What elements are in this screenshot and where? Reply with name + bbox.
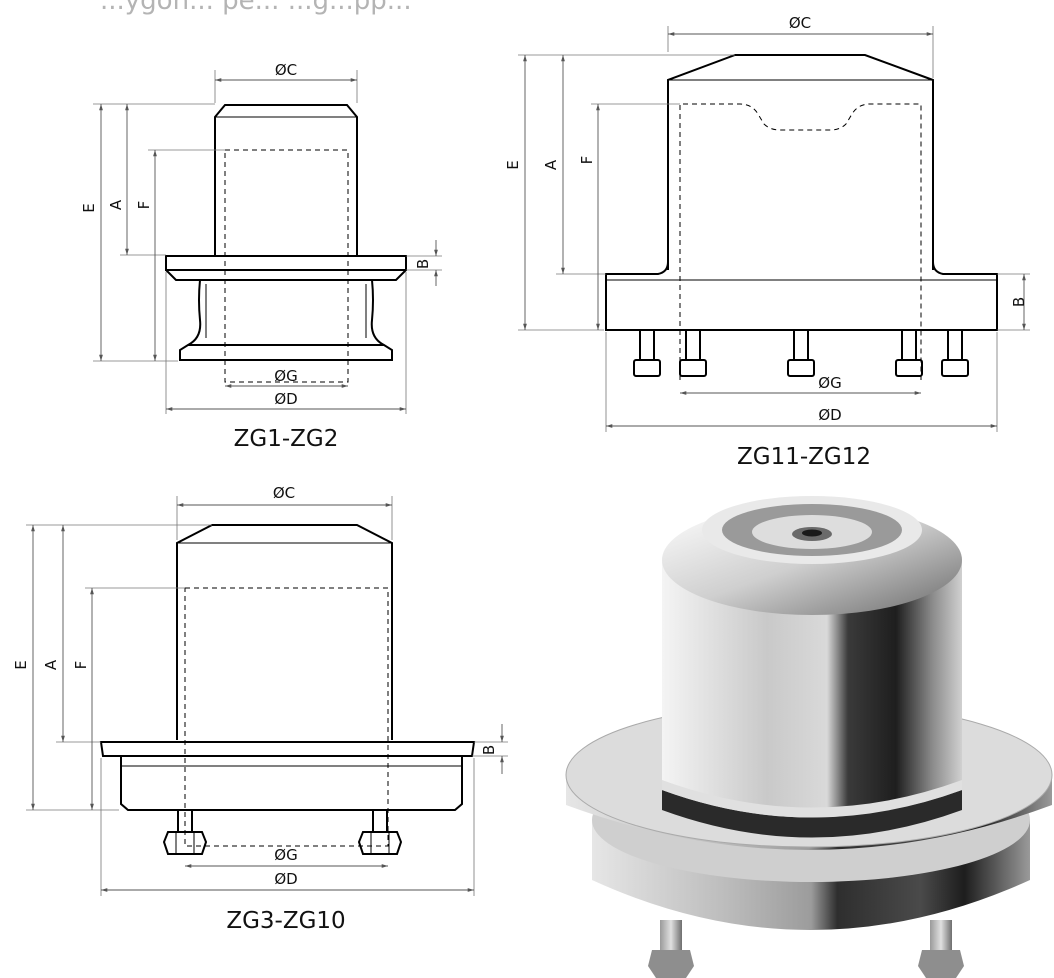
zg11-caption: ZG11-ZG12 — [737, 444, 871, 470]
zg11-dim-g: ØG — [818, 374, 841, 392]
zg11-dim-d: ØD — [818, 406, 841, 424]
zg3-dim-e: E — [12, 660, 30, 669]
zg3-dim-f: F — [72, 661, 90, 670]
zg3-bolts — [162, 809, 403, 855]
zg1-dim-f: F — [135, 201, 153, 210]
zg1-top-flange — [165, 255, 407, 271]
zg3-dim-g: ØG — [274, 846, 297, 864]
zg1-dim-d: ØD — [274, 390, 297, 408]
zg1-dim-g: ØG — [274, 367, 297, 385]
zg1-body-outline — [214, 104, 358, 255]
zg1-caption: ZG1-ZG2 — [234, 426, 339, 452]
zg3-dim-d: ØD — [274, 870, 297, 888]
zg1-dim-c: ØC — [275, 61, 297, 79]
zg11-dim-f: F — [578, 156, 596, 165]
zg3-top-flange — [99, 741, 476, 757]
zg11-hidden-pocket — [679, 103, 922, 380]
drawing-zg11-zg12: ØC E A F B ØG ØD ZG11-ZG12 — [504, 14, 1030, 470]
product-render — [565, 496, 1053, 978]
zg11-dim-a: A — [542, 159, 560, 170]
drawing-zg3-zg10: ØC E A F B ØG ØD ZG3-ZG10 — [12, 484, 508, 934]
zg11-dim-e: E — [504, 160, 522, 169]
zg1-bottom-flange — [179, 344, 393, 361]
render-legs — [648, 920, 964, 978]
zg1-hidden-bore — [224, 149, 349, 383]
zg11-body-outline — [667, 54, 934, 270]
zg3-hidden-bore — [184, 587, 389, 847]
zg1-dim-e: E — [80, 203, 98, 212]
page-title-fragment: ...ygon... pe... ...g...pp... — [100, 0, 412, 16]
zg11-dim-b: B — [1010, 297, 1028, 307]
zg3-body-outline — [176, 524, 393, 740]
zg3-dim-c: ØC — [273, 484, 295, 502]
zg3-bottom-flange — [120, 756, 463, 811]
zg1-waist — [187, 279, 385, 346]
zg3-dim-a: A — [42, 659, 60, 670]
zg1-dim-a: A — [107, 199, 125, 210]
zg11-bolts — [633, 329, 969, 377]
zg3-caption: ZG3-ZG10 — [226, 908, 345, 934]
drawing-zg1-zg2: ØC E A F B ØG ØD ZG1-ZG2 — [80, 61, 442, 452]
zg3-dim-b: B — [480, 745, 498, 755]
zg1-dim-b: B — [414, 259, 432, 269]
zg11-dim-c: ØC — [789, 14, 811, 32]
